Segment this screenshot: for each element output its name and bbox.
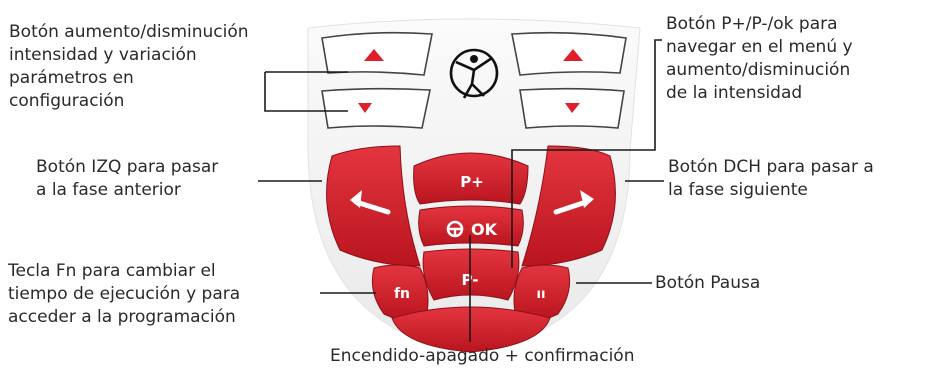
pause-button[interactable]: ıı xyxy=(513,264,571,321)
arrow-left-icon xyxy=(350,190,391,215)
intensity-up-left-button[interactable] xyxy=(321,31,433,76)
label-pause-button: Botón Pausa xyxy=(655,273,761,293)
intensity-down-right-button[interactable] xyxy=(519,87,625,129)
leader-p-ok xyxy=(511,39,662,268)
leader-lines xyxy=(258,39,664,342)
fn-label: fn xyxy=(394,286,410,302)
label-right-button: Botón DCH para pasar a la fase siguiente xyxy=(668,157,874,200)
triangle-down-icon xyxy=(358,103,372,113)
pause-label: ıı xyxy=(537,287,546,302)
vitruvian-figure-icon xyxy=(449,48,499,99)
fn-button[interactable]: fn xyxy=(371,264,429,321)
power-icon xyxy=(446,220,464,238)
triangle-up-icon xyxy=(364,49,384,61)
label-left-button: Botón IZQ para pasar a la fase anterior xyxy=(36,157,219,200)
p-plus-button[interactable]: P+ xyxy=(413,152,529,205)
triangle-up-icon xyxy=(563,49,583,61)
intensity-down-left-button[interactable] xyxy=(321,87,431,129)
arrow-right-icon xyxy=(553,190,594,215)
ok-button[interactable]: OK xyxy=(418,205,524,247)
right-button[interactable] xyxy=(521,145,616,267)
bottom-button[interactable] xyxy=(391,306,551,353)
label-p-ok-button: Botón P+/P-/ok para navegar en el menú y… xyxy=(666,14,853,103)
ok-label: OK xyxy=(471,220,498,239)
label-power-button: Encendido-apagado + confirmación xyxy=(330,346,635,366)
label-fn-key: Tecla Fn para cambiar el tiempo de ejecu… xyxy=(8,261,241,327)
p-minus-button[interactable]: P- xyxy=(422,248,520,301)
triangle-down-icon xyxy=(565,103,580,113)
left-button[interactable] xyxy=(326,145,421,267)
intensity-up-right-button[interactable] xyxy=(511,31,627,76)
label-intensity-buttons: Botón aumento/disminución intensidad y v… xyxy=(9,22,249,111)
leader-intensity xyxy=(264,72,348,112)
p-plus-label: P+ xyxy=(460,173,484,191)
